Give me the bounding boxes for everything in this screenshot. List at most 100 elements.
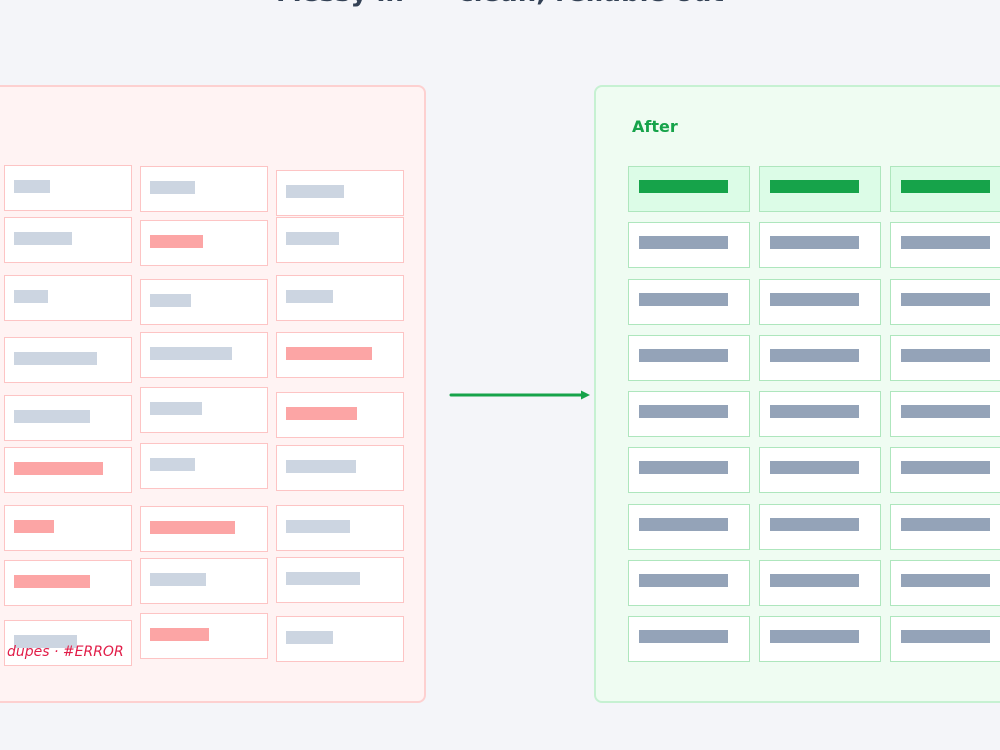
after-header-cell (759, 166, 881, 212)
header-bar (901, 180, 990, 193)
after-cell (759, 503, 881, 550)
after-cell (759, 222, 881, 269)
error-bar (150, 521, 235, 534)
after-cell (890, 278, 1000, 325)
before-panel: dupes · #ERROR (0, 85, 426, 703)
value-bar (286, 460, 356, 473)
value-bar (639, 461, 728, 475)
before-cell (4, 505, 132, 551)
value-bar (286, 232, 339, 245)
value-bar (150, 347, 232, 360)
value-bar (901, 348, 990, 362)
value-bar (901, 292, 990, 306)
after-header-cell (890, 166, 1000, 212)
error-bar (14, 520, 54, 533)
after-cell (759, 334, 881, 381)
after-cell (628, 391, 750, 437)
after-cell (890, 334, 1000, 381)
value-bar (639, 292, 728, 306)
header-bar (639, 180, 728, 193)
value-bar (639, 236, 728, 250)
value-bar (14, 180, 50, 193)
before-cell (276, 170, 404, 216)
before-cell (276, 392, 404, 438)
value-bar (14, 635, 77, 648)
value-bar (770, 292, 859, 306)
after-cell (628, 616, 750, 662)
value-bar (770, 517, 859, 531)
value-bar (639, 573, 728, 587)
after-panel: After (594, 85, 1000, 703)
after-cell (628, 503, 750, 550)
before-cell (4, 337, 132, 383)
value-bar (639, 517, 728, 531)
value-bar (14, 290, 48, 303)
after-cell (628, 559, 750, 606)
value-bar (639, 405, 728, 418)
value-bar (901, 461, 990, 475)
value-bar (901, 517, 990, 531)
after-cell (628, 278, 750, 325)
value-bar (286, 572, 360, 585)
before-cell (4, 217, 132, 263)
after-cell (890, 447, 1000, 494)
after-cell (628, 222, 750, 269)
before-cell (140, 443, 268, 489)
after-label: After (632, 117, 678, 136)
value-bar (770, 236, 859, 250)
before-cell (4, 395, 132, 441)
after-cell (890, 222, 1000, 269)
before-cell (4, 620, 132, 666)
value-bar (150, 573, 206, 586)
value-bar (901, 405, 990, 418)
value-bar (901, 630, 990, 643)
after-cell (890, 616, 1000, 662)
value-bar (639, 630, 728, 643)
after-cell (628, 334, 750, 381)
after-cell (628, 447, 750, 494)
before-cell (140, 387, 268, 433)
after-cell (759, 391, 881, 437)
before-cell (140, 166, 268, 212)
value-bar (150, 181, 195, 194)
before-cell (140, 558, 268, 604)
before-cell (140, 279, 268, 325)
before-cell (4, 165, 132, 211)
after-cell (759, 278, 881, 325)
before-cell (276, 445, 404, 491)
before-cell (4, 275, 132, 321)
after-cell (890, 559, 1000, 606)
value-bar (286, 520, 350, 533)
value-bar (150, 294, 191, 307)
error-bar (286, 347, 372, 360)
after-cell (890, 391, 1000, 437)
after-header-cell (628, 166, 750, 212)
value-bar (14, 410, 90, 423)
value-bar (14, 352, 97, 365)
before-cell (140, 613, 268, 659)
before-cell (276, 557, 404, 603)
before-cell (140, 220, 268, 266)
value-bar (770, 461, 859, 475)
after-cell (890, 503, 1000, 550)
value-bar (639, 348, 728, 362)
before-cell (4, 447, 132, 493)
error-bar (14, 462, 103, 475)
before-cell (276, 217, 404, 263)
value-bar (770, 630, 859, 643)
after-cell (759, 447, 881, 494)
error-bar (150, 628, 209, 641)
before-cell (276, 332, 404, 378)
value-bar (286, 185, 344, 198)
value-bar (770, 573, 859, 587)
error-bar (14, 575, 90, 588)
value-bar (286, 290, 333, 303)
value-bar (770, 348, 859, 362)
before-cell (276, 616, 404, 662)
before-cell (4, 560, 132, 606)
before-cell (276, 275, 404, 321)
value-bar (150, 402, 202, 415)
after-cell (759, 616, 881, 662)
transform-arrow-icon (449, 390, 590, 400)
diagram-title: Messy in clean, reliable out (0, 0, 1000, 8)
